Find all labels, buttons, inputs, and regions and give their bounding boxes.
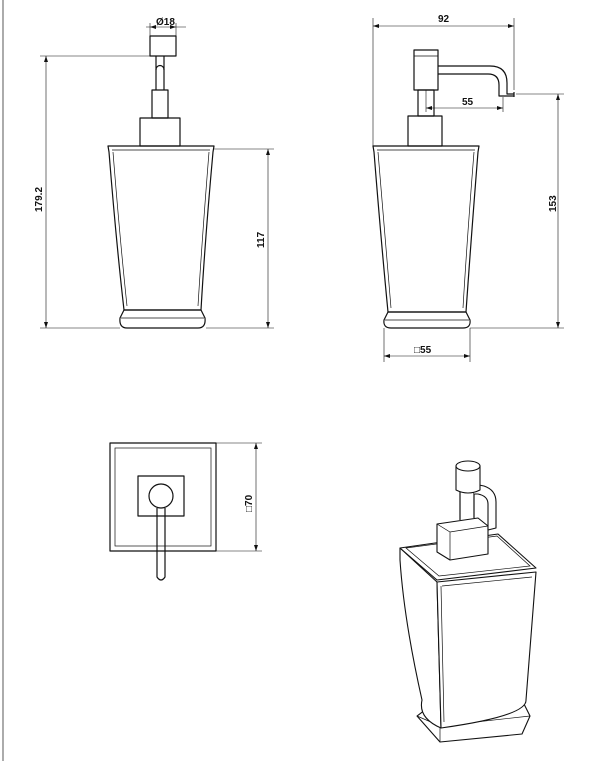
side-dim-base-label: □55 xyxy=(414,345,432,356)
top-inner-square xyxy=(114,447,212,547)
perspective-body-front-face xyxy=(436,571,537,729)
side-dim-base: □55 xyxy=(383,328,471,362)
front-bottle-body xyxy=(107,145,215,329)
side-dim-spout-reach: 55 xyxy=(425,90,504,112)
side-dim-height: 153 xyxy=(470,93,564,329)
front-dim-diameter-label: Ø18 xyxy=(156,17,175,28)
side-bottle-body xyxy=(372,145,480,329)
side-view: 92 55 153 □55 xyxy=(372,14,564,362)
top-view: □70 xyxy=(109,442,262,581)
side-dim-width-label: 92 xyxy=(438,14,450,25)
front-dim-total-height: 179.2 xyxy=(34,55,150,329)
perspective-view xyxy=(399,460,537,743)
top-dim-square: □70 xyxy=(216,442,262,552)
top-nozzle-circle xyxy=(148,483,174,509)
side-pump-collar xyxy=(407,115,443,147)
perspective-nozzle-top xyxy=(455,460,481,472)
front-dim-body-height-label: 117 xyxy=(256,231,267,248)
side-dim-height-label: 153 xyxy=(548,195,559,212)
front-dim-body-height: 117 xyxy=(206,148,274,329)
top-pump-square xyxy=(137,475,185,517)
front-nozzle xyxy=(149,35,177,119)
side-dim-spout-reach-label: 55 xyxy=(462,97,474,108)
front-pump-collar xyxy=(139,117,181,147)
top-spout xyxy=(156,508,166,581)
perspective-pump-collar xyxy=(436,517,489,561)
front-dim-total-height-label: 179.2 xyxy=(34,187,45,212)
perspective-body-left-face xyxy=(399,547,442,729)
perspective-spout xyxy=(473,483,497,531)
side-dim-width: 92 xyxy=(372,14,515,146)
top-outer-square xyxy=(109,442,217,552)
front-view: Ø18 179.2 117 xyxy=(34,17,274,329)
perspective-nozzle-head xyxy=(455,466,481,494)
front-dim-diameter: Ø18 xyxy=(146,17,186,36)
top-dim-square-label: □70 xyxy=(244,494,255,512)
